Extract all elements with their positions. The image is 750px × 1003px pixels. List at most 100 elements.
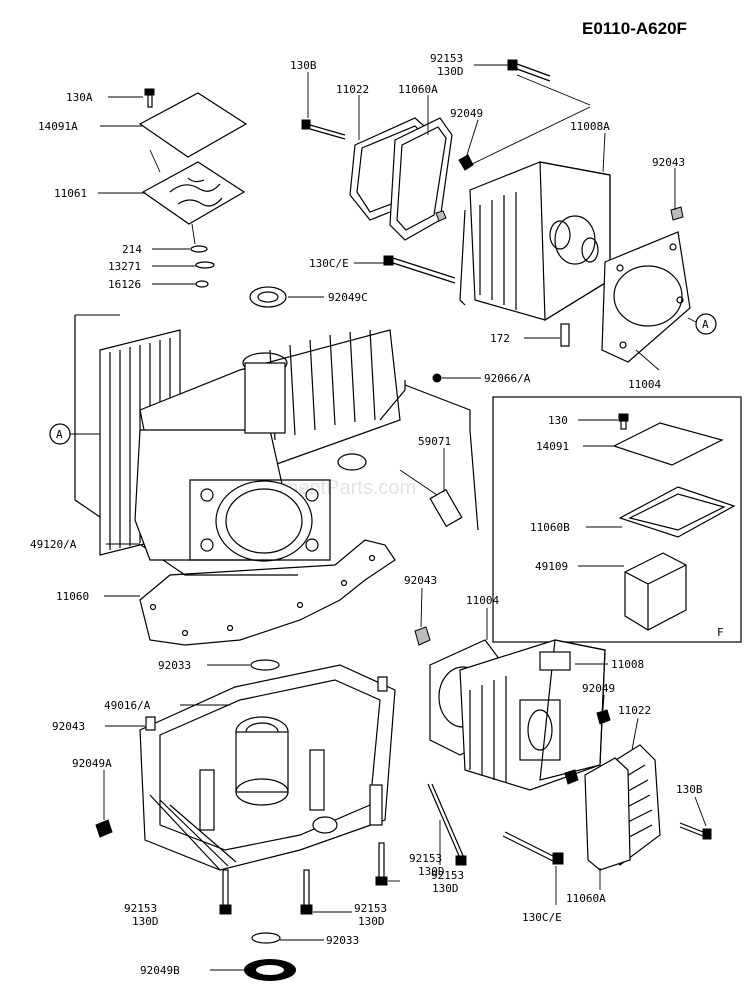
- label-92153-top: 92153: [430, 52, 463, 65]
- cover-plate-14091-box: [612, 422, 724, 466]
- label-11008: 11008: [611, 658, 644, 671]
- oring-92033-bot: [251, 932, 281, 944]
- label-14091-box: 14091: [536, 440, 569, 453]
- callout-a-left: A: [49, 423, 71, 445]
- bolt-130a: [144, 88, 155, 108]
- label-16126: 16126: [108, 278, 141, 291]
- label-130ce-top: 130C/E: [309, 257, 349, 270]
- screw-172: [560, 323, 570, 347]
- cylinder-block-49120a: [74, 314, 479, 576]
- label-92153-bc: 92153: [354, 902, 387, 915]
- filter-49109-box: [624, 552, 687, 631]
- label-130b-top: 130B: [290, 59, 317, 72]
- label-11004-top: 11004: [628, 378, 661, 391]
- label-59071: 59071: [418, 435, 451, 448]
- label-130-box: 130: [548, 414, 568, 427]
- label-49109-box: 49109: [535, 560, 568, 573]
- label-92049a: 92049A: [72, 757, 112, 770]
- bolt-92153-mid2: [375, 842, 388, 886]
- dowel-92043-mid: [414, 626, 431, 646]
- dowel-92043-top: [670, 206, 684, 221]
- bolt-92153-mid: [427, 783, 467, 866]
- label-130d-bc: 130D: [358, 915, 385, 928]
- label-11022-top: 11022: [336, 83, 369, 96]
- oil-seal-92049b: [244, 959, 296, 981]
- dowel-right: [377, 676, 388, 692]
- breather-59071: [399, 469, 463, 528]
- gasket-11060b-box: [618, 486, 736, 538]
- plug-16126: [195, 280, 209, 288]
- label-11060a-top: 11060A: [398, 83, 438, 96]
- bolt-130ce-top: [383, 255, 456, 284]
- label-92049b: 92049B: [140, 964, 180, 977]
- oring-92033-top: [250, 659, 280, 671]
- gasket-11061-detail: [169, 177, 223, 207]
- label-92049-mid: 92049: [582, 682, 615, 695]
- nut-92049a: [95, 819, 113, 838]
- label-49120a: 49120/A: [30, 538, 77, 551]
- label-11022-bot: 11022: [618, 704, 651, 717]
- label-49016a: 49016/A: [104, 699, 151, 712]
- bolt-130ce-bot: [502, 831, 564, 865]
- label-92043-mid: 92043: [404, 574, 437, 587]
- label-92049c: 92049C: [328, 291, 368, 304]
- label-11004-mid: 11004: [466, 594, 499, 607]
- label-11060: 11060: [56, 590, 89, 603]
- pin-214: [190, 245, 208, 253]
- label-92153-bl: 92153: [124, 902, 157, 915]
- bolt-92153-top: [507, 59, 551, 82]
- diagram-code: E0110-A620F: [582, 19, 687, 38]
- label-92043-top: 92043: [652, 156, 685, 169]
- inset-box-f: [492, 396, 742, 643]
- nut-92049-mid: [596, 709, 611, 725]
- callout-f: F: [717, 626, 724, 639]
- label-92033-top: 92033: [158, 659, 191, 672]
- label-130d-mid2: 130D: [432, 882, 459, 895]
- callout-a-right: A: [695, 313, 717, 335]
- label-11060a-bot: 11060A: [566, 892, 606, 905]
- label-92049-top: 92049: [450, 107, 483, 120]
- label-13271: 13271: [108, 260, 141, 273]
- part-labels: 130A 14091A 11061 214 13271 16126 130B 1…: [30, 52, 703, 977]
- gasket-11060a-bot: [584, 757, 631, 871]
- nut-92049-top: [458, 154, 474, 171]
- bolt-92153-bl: [219, 869, 232, 915]
- bolt-92153-bc: [300, 869, 313, 915]
- label-92043-left: 92043: [52, 720, 85, 733]
- oil-seal-92049c: [249, 286, 287, 308]
- bolt-130b-top: [301, 119, 346, 140]
- svg-text:A: A: [702, 318, 709, 331]
- cylinder-head-11008: [459, 639, 606, 791]
- gasket-11061: [141, 161, 246, 225]
- head-gasket-11004-top: [601, 231, 691, 363]
- dowel-top-left: [435, 210, 447, 222]
- dowel-92043-left: [145, 716, 156, 731]
- crankcase-49016a: [139, 664, 396, 871]
- nut-92049-low: [564, 769, 579, 785]
- label-11008a: 11008A: [570, 120, 610, 133]
- label-11061: 11061: [54, 187, 87, 200]
- label-92153-mid2: 92153: [431, 869, 464, 882]
- label-130a: 130A: [66, 91, 93, 104]
- label-130d-mid: 130D: [418, 865, 445, 878]
- label-92033-bot: 92033: [326, 934, 359, 947]
- label-130d-top: 130D: [437, 65, 464, 78]
- label-92066a: 92066/A: [484, 372, 531, 385]
- label-92153-mid: 92153: [409, 852, 442, 865]
- label-130ce-bot: 130C/E: [522, 911, 562, 924]
- label-11060b-box: 11060B: [530, 521, 570, 534]
- cylinder-head-11008a: [459, 161, 611, 322]
- gasket-11060: [139, 539, 396, 646]
- svg-text:A: A: [56, 428, 63, 441]
- leader-lines: [98, 64, 707, 971]
- bolt-130b-bot: [679, 822, 712, 840]
- cover-plate-14091a: [138, 92, 248, 158]
- bolt-130-box: [618, 413, 629, 430]
- label-130b-bot: 130B: [676, 783, 703, 796]
- label-14091a: 14091A: [38, 120, 78, 133]
- label-172: 172: [490, 332, 510, 345]
- label-130d-bl: 130D: [132, 915, 159, 928]
- clip-13271: [195, 261, 215, 269]
